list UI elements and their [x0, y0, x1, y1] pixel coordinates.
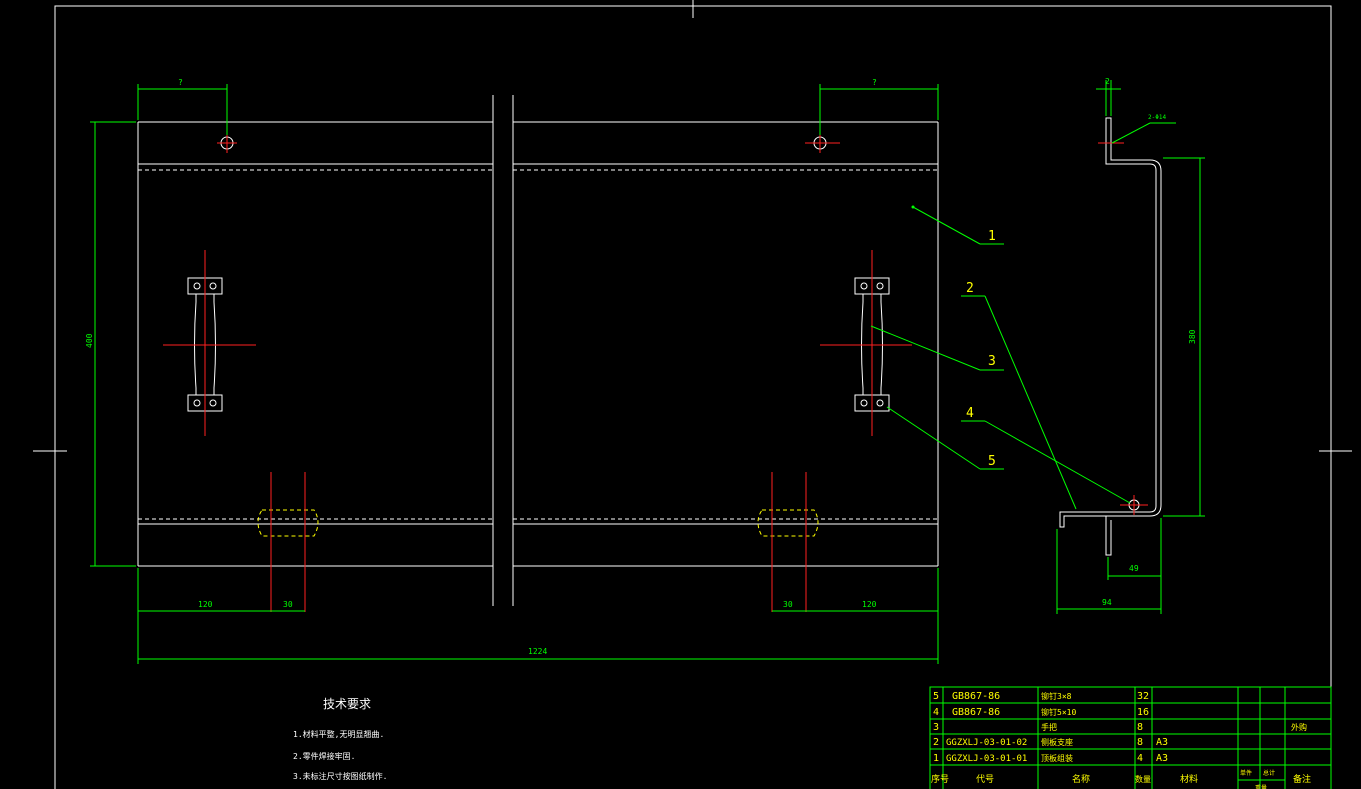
dim-30-right: 30 [783, 600, 793, 609]
row5-qty: 32 [1137, 691, 1149, 702]
row4-code: GB867-86 [952, 707, 1000, 718]
side-profile-view: 2 2-Φ14 380 49 94 [1056, 77, 1205, 614]
row1-code: GGZXLJ-03-01-01 [946, 754, 1027, 764]
leader-callouts: 1 2 3 4 5 [870, 205, 1131, 510]
header-code: 代号 [976, 774, 994, 785]
dimension-height-left: 400 [85, 121, 136, 567]
dimension-bottom-row: 120 30 30 120 1224 [137, 568, 939, 664]
dim-hole-note: 2-Φ14 [1148, 114, 1166, 121]
dim-overall: 1224 [528, 647, 547, 656]
dim-120-right: 120 [862, 600, 877, 609]
tech-req-item-1: 1.材料平整,无明显翘曲. [293, 729, 384, 739]
row1-material: A3 [1156, 753, 1168, 764]
tech-req-item-3: 3.未标注尺寸按图纸制作. [293, 771, 387, 781]
main-plate-view [137, 95, 939, 606]
dimension-top-left: ? [137, 78, 228, 135]
dimension-top-right: ? [819, 78, 939, 135]
row3-qty: 8 [1137, 722, 1143, 733]
top-hole-right [805, 133, 840, 153]
row2-no: 2 [933, 737, 939, 748]
dim-height-text: 400 [85, 333, 94, 348]
handle-left [163, 250, 256, 436]
header-name: 名称 [1072, 773, 1090, 785]
row4-qty: 16 [1137, 707, 1149, 718]
row2-material: A3 [1156, 737, 1168, 748]
row3-note: 外购 [1291, 722, 1307, 732]
row2-qty: 8 [1137, 737, 1143, 748]
dim-top-left-text: ? [178, 78, 183, 87]
header-qty: 数量 [1135, 774, 1151, 784]
balloon-3: 3 [988, 354, 996, 369]
balloon-5: 5 [988, 454, 996, 469]
dim-side-top: 2 [1105, 77, 1110, 86]
header-total: 总计 [1263, 769, 1275, 777]
tech-req-item-2: 2.零件焊接牢固. [293, 751, 355, 761]
balloon-4: 4 [966, 406, 974, 421]
parts-table [929, 686, 1332, 789]
balloon-1: 1 [988, 229, 996, 244]
sheet-border [33, 0, 1352, 789]
row5-name: 铆钉3×8 [1041, 691, 1072, 701]
row1-qty: 4 [1137, 753, 1143, 764]
parts-table-text: 5 GB867-86 铆钉3×8 32 4 GB867-86 铆钉5×10 16… [931, 691, 1311, 789]
bottom-slot-right [757, 472, 819, 612]
handle-right [820, 250, 912, 436]
balloon-2: 2 [966, 281, 974, 296]
row1-name: 顶板组装 [1041, 753, 1073, 763]
row2-code: GGZXLJ-03-01-02 [946, 738, 1027, 748]
row4-name: 铆钉5×10 [1041, 707, 1076, 717]
row1-no: 1 [933, 753, 939, 764]
row5-no: 5 [933, 691, 939, 702]
dim-30-left: 30 [283, 600, 293, 609]
dim-side-height: 380 [1188, 329, 1197, 344]
top-hole-left [217, 133, 237, 153]
header-weight: 重量 [1255, 784, 1267, 789]
bottom-slot-left [257, 472, 319, 612]
row3-name: 手把 [1041, 722, 1057, 732]
dim-side-94: 94 [1102, 598, 1112, 607]
header-material: 材料 [1180, 773, 1198, 785]
header-no: 序号 [931, 773, 949, 785]
dim-120-left: 120 [198, 600, 213, 609]
dim-side-49: 49 [1129, 564, 1139, 573]
header-single: 单件 [1240, 769, 1252, 777]
row4-no: 4 [933, 707, 939, 718]
tech-req-title: 技术要求 [323, 697, 371, 711]
row3-no: 3 [933, 722, 939, 733]
row2-name: 侧板支座 [1041, 737, 1073, 747]
row5-code: GB867-86 [952, 691, 1000, 702]
header-note: 备注 [1293, 773, 1311, 785]
dim-top-right-text: ? [872, 78, 877, 87]
tech-requirements: 技术要求 1.材料平整,无明显翘曲. 2.零件焊接牢固. 3.未标注尺寸按图纸制… [293, 697, 387, 781]
